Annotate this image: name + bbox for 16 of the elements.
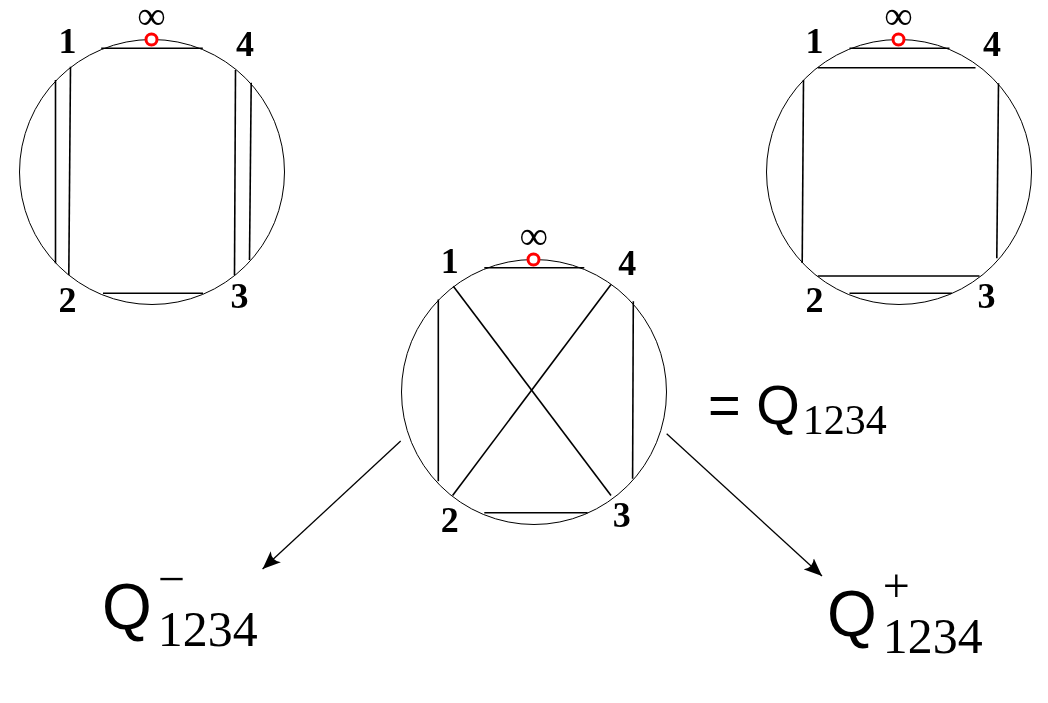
infinity-symbol: ∞ [137,5,166,27]
point-label: 2 [58,286,77,314]
equation-label: = Q$_{1234}$ [708,372,887,437]
point-label: 4 [236,29,254,58]
infinity-symbol: ∞ [884,5,913,27]
point-label: 1 [440,246,459,275]
point-label: 4 [983,29,1001,58]
point-label: 1 [58,27,77,55]
point-label: 3 [977,281,996,310]
point-label: 3 [612,501,631,529]
point-label: 2 [805,286,824,314]
point-label: 3 [230,281,249,310]
point-label: 4 [618,249,637,277]
point-label: 1 [805,27,824,55]
point-label: 2 [440,505,459,534]
infinity-symbol: ∞ [519,224,548,247]
